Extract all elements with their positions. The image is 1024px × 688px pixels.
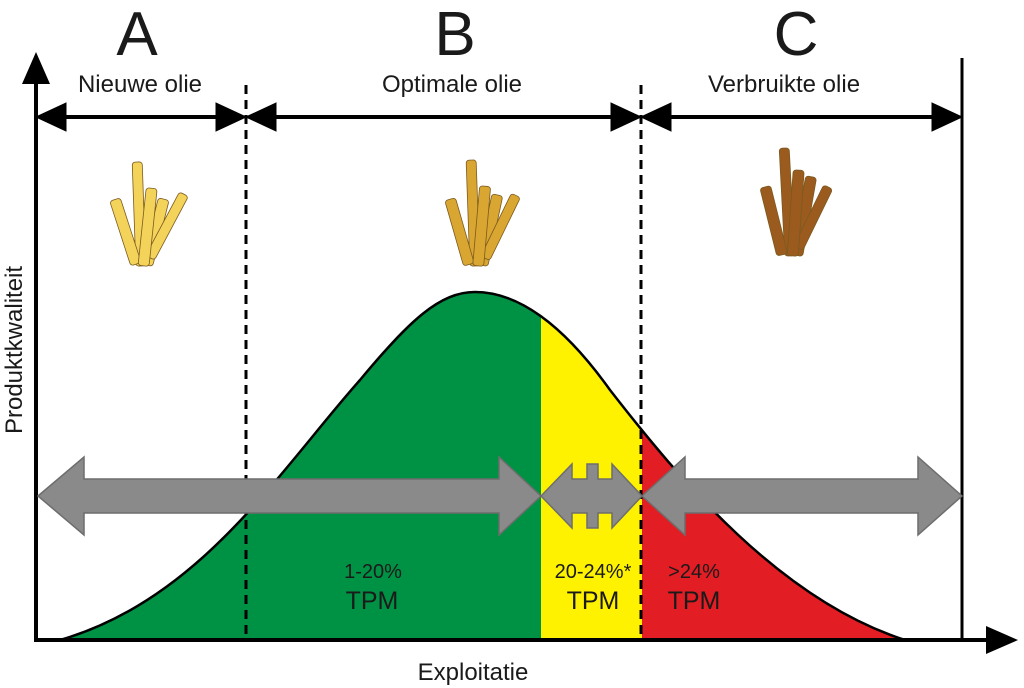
y-axis xyxy=(22,52,50,640)
tpm-range-yellow: 20-24%* xyxy=(555,561,632,583)
y-axis-arrowhead xyxy=(22,52,50,84)
x-axis-label: Exploitatie xyxy=(418,659,529,686)
gray-arrow-used-range xyxy=(640,455,964,537)
zone-arrows xyxy=(34,102,964,132)
x-axis xyxy=(34,626,1018,654)
x-axis-arrowhead xyxy=(986,626,1018,654)
y-axis-label: Produktkwaliteit xyxy=(1,266,28,434)
zone-arrow-b xyxy=(244,102,643,132)
zone-label-a: Nieuwe olie xyxy=(78,71,202,98)
fries-golden-icon xyxy=(445,159,520,267)
zone-arrow-a xyxy=(34,102,248,132)
fries-light-icon xyxy=(110,161,188,267)
zone-letter-a: A xyxy=(116,0,158,69)
tpm-range-red: >24% xyxy=(668,561,720,583)
zone-letter-b: B xyxy=(434,0,475,69)
zone-label-b: Optimale olie xyxy=(382,71,522,98)
tpm-range-green: 1-20% xyxy=(344,561,402,583)
bell-curve xyxy=(59,290,906,642)
zone-arrow-c xyxy=(639,102,964,132)
tpm-unit-red: TPM xyxy=(668,587,721,615)
tpm-unit-yellow: TPM xyxy=(567,587,620,615)
tpm-unit-green: TPM xyxy=(346,587,399,615)
fries-dark-icon xyxy=(760,147,833,257)
zone-label-c: Verbruikte olie xyxy=(708,71,860,98)
band-red xyxy=(642,428,906,642)
zone-letter-c: C xyxy=(774,0,819,69)
gray-range-arrows xyxy=(36,455,964,537)
